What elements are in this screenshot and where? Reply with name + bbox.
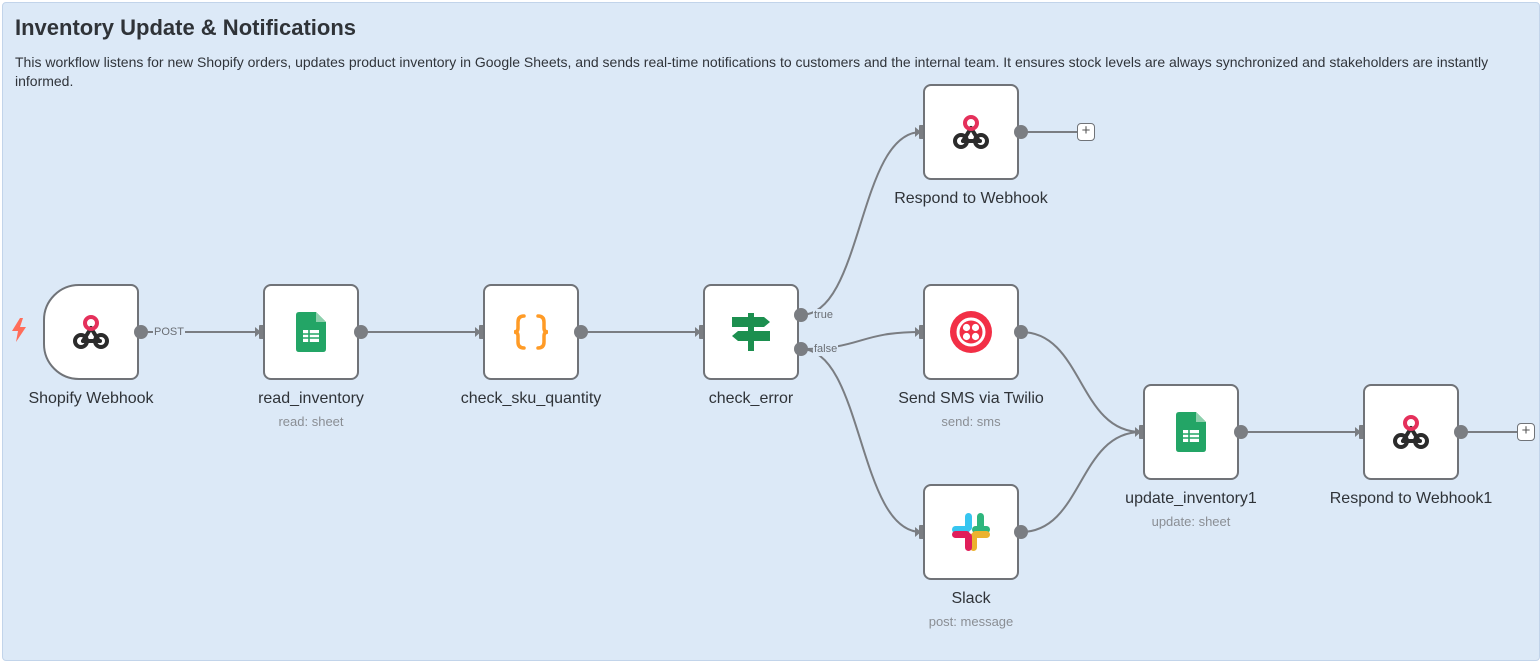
node-subtitle: post: message [928, 614, 1014, 629]
code-braces-icon [511, 312, 551, 352]
node-label: Slack [951, 590, 991, 607]
input-handle[interactable] [1359, 425, 1365, 439]
input-handle[interactable] [919, 325, 925, 339]
edge-label-post: POST [153, 326, 185, 339]
output-handle[interactable] [1014, 525, 1028, 539]
workflow-title: Inventory Update & Notifications [15, 15, 357, 40]
input-handle[interactable] [259, 325, 265, 339]
node-subtitle: update: sheet [1151, 514, 1231, 529]
output-handle[interactable] [1454, 425, 1468, 439]
input-handle[interactable] [919, 125, 925, 139]
if-signpost-icon [730, 311, 772, 353]
edge-label-false: false [813, 343, 839, 356]
webhook-icon [1392, 414, 1430, 450]
node-send-sms-twilio[interactable] [923, 284, 1019, 380]
google-sheets-icon [1176, 412, 1206, 452]
input-handle[interactable] [699, 325, 705, 339]
node-subtitle: send: sms [941, 414, 1001, 429]
slack-icon [950, 511, 992, 553]
output-handle-false[interactable] [794, 342, 808, 356]
workflow-description: This workflow listens for new Shopify or… [15, 54, 1489, 89]
output-handle[interactable] [1014, 325, 1028, 339]
output-handle[interactable] [1014, 125, 1028, 139]
node-label: Respond to Webhook1 [1329, 490, 1493, 507]
output-handle[interactable] [1234, 425, 1248, 439]
node-subtitle: read: sheet [278, 414, 344, 429]
node-check-sku-quantity[interactable] [483, 284, 579, 380]
node-label: read_inventory [258, 390, 364, 407]
add-node-button[interactable]: + [1077, 123, 1095, 141]
output-handle[interactable] [354, 325, 368, 339]
node-label: check_sku_quantity [460, 390, 602, 407]
webhook-icon [952, 114, 990, 150]
edge-true-to-respond [800, 131, 922, 316]
node-read-inventory[interactable] [263, 284, 359, 380]
node-check-error[interactable] [703, 284, 799, 380]
input-handle[interactable] [479, 325, 485, 339]
edge-label-true: true [813, 309, 834, 322]
google-sheets-icon [296, 312, 326, 352]
add-node-button[interactable]: + [1517, 423, 1535, 441]
output-handle[interactable] [574, 325, 588, 339]
input-handle[interactable] [1139, 425, 1145, 439]
twilio-icon [950, 311, 992, 353]
output-handle[interactable] [134, 325, 148, 339]
node-slack[interactable] [923, 484, 1019, 580]
node-shopify-webhook[interactable] [43, 284, 139, 380]
node-label: check_error [708, 390, 794, 407]
node-update-inventory1[interactable] [1143, 384, 1239, 480]
edge-false-to-slack [800, 348, 922, 533]
node-respond-to-webhook[interactable] [923, 84, 1019, 180]
trigger-bolt-icon [11, 318, 27, 348]
input-handle[interactable] [919, 525, 925, 539]
node-respond-to-webhook1[interactable] [1363, 384, 1459, 480]
node-label: Respond to Webhook [894, 190, 1048, 207]
webhook-icon [72, 314, 110, 350]
node-label: Shopify Webhook [28, 390, 154, 407]
node-label: Send SMS via Twilio [898, 390, 1044, 407]
node-label: update_inventory1 [1125, 490, 1257, 507]
output-handle-true[interactable] [794, 308, 808, 322]
